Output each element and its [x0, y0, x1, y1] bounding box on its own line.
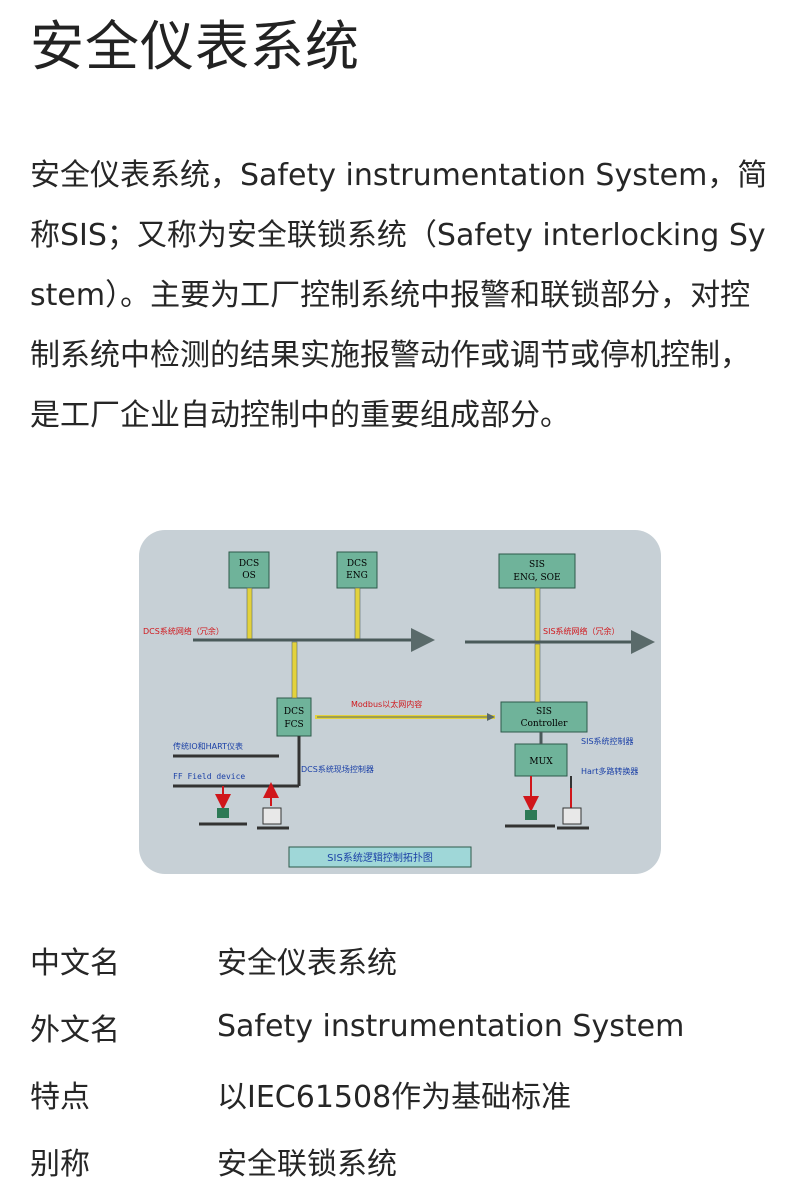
- dcs-fcs-line2: FCS: [284, 720, 303, 730]
- info-value: 安全仪表系统: [217, 945, 397, 981]
- sis-transmitter-icon: [562, 807, 582, 825]
- info-value: 安全联锁系统: [217, 1146, 397, 1182]
- sis-controller-line2: Controller: [521, 719, 569, 729]
- info-row-alias: 别称 安全联锁系统: [30, 1127, 770, 1194]
- page-title: 安全仪表系统: [30, 15, 360, 78]
- info-key: 特点: [30, 1079, 90, 1115]
- hart-mux-label: Hart多路转换器: [581, 766, 638, 776]
- mux-label: MUX: [529, 757, 553, 767]
- modbus-label: Modbus以太网内容: [351, 699, 422, 709]
- dcs-eng-box: [336, 551, 378, 589]
- ff-field-label: FF Field device: [173, 772, 245, 781]
- dcs-eng-line1: DCS: [347, 559, 367, 569]
- dcs-transmitter-icon: [262, 807, 282, 825]
- sis-eng-line1: SIS: [529, 560, 545, 570]
- dcs-fcs-box: [276, 697, 312, 737]
- info-key: 外文名: [30, 1012, 120, 1048]
- dcs-field-ctrl-label: DCS系统现场控制器: [301, 764, 374, 774]
- info-value: 以IEC61508作为基础标准: [217, 1079, 572, 1115]
- sis-controller-box: [500, 701, 588, 733]
- dcs-os-line1: DCS: [239, 559, 259, 569]
- sis-ctrl-label: SIS系统控制器: [581, 736, 634, 746]
- sis-eng-soe-box: [498, 553, 576, 589]
- dcs-os-line2: OS: [242, 571, 256, 581]
- info-row-foreign-name: 外文名 Safety instrumentation System: [30, 993, 770, 1060]
- info-row-feature: 特点 以IEC61508作为基础标准: [30, 1060, 770, 1127]
- sis-topology-diagram: DCS OS DCS ENG SIS ENG, SOE DCS系统网络（冗余） …: [143, 551, 655, 868]
- info-key: 中文名: [30, 945, 120, 981]
- info-value: Safety instrumentation System: [217, 1009, 685, 1044]
- info-row-chinese-name: 中文名 安全仪表系统: [30, 926, 770, 993]
- sis-network-label: SIS系统网络（冗余）: [543, 626, 620, 636]
- dcs-fcs-line1: DCS: [284, 707, 304, 717]
- traditional-io-label: 传统IO和HART仪表: [173, 741, 243, 751]
- sis-topology-figure[interactable]: DCS OS DCS ENG SIS ENG, SOE DCS系统网络（冗余） …: [139, 530, 661, 874]
- info-key: 别称: [30, 1146, 90, 1182]
- dcs-valve-icon: [217, 808, 229, 818]
- sis-eng-line2: ENG, SOE: [513, 573, 560, 583]
- sis-valve-icon: [525, 810, 537, 820]
- intro-paragraph: 安全仪表系统，Safety instrumentation System，简称S…: [30, 158, 768, 433]
- dcs-os-box: [228, 551, 270, 589]
- sis-controller-line1: SIS: [536, 707, 552, 717]
- diagram-caption: SIS系统逻辑控制拓扑图: [327, 851, 433, 864]
- dcs-network-label: DCS系统网络（冗余）: [143, 626, 224, 636]
- caption-box: [288, 846, 472, 868]
- info-table: 中文名 安全仪表系统 外文名 Safety instrumentation Sy…: [30, 926, 770, 1194]
- dcs-eng-line2: ENG: [346, 571, 368, 581]
